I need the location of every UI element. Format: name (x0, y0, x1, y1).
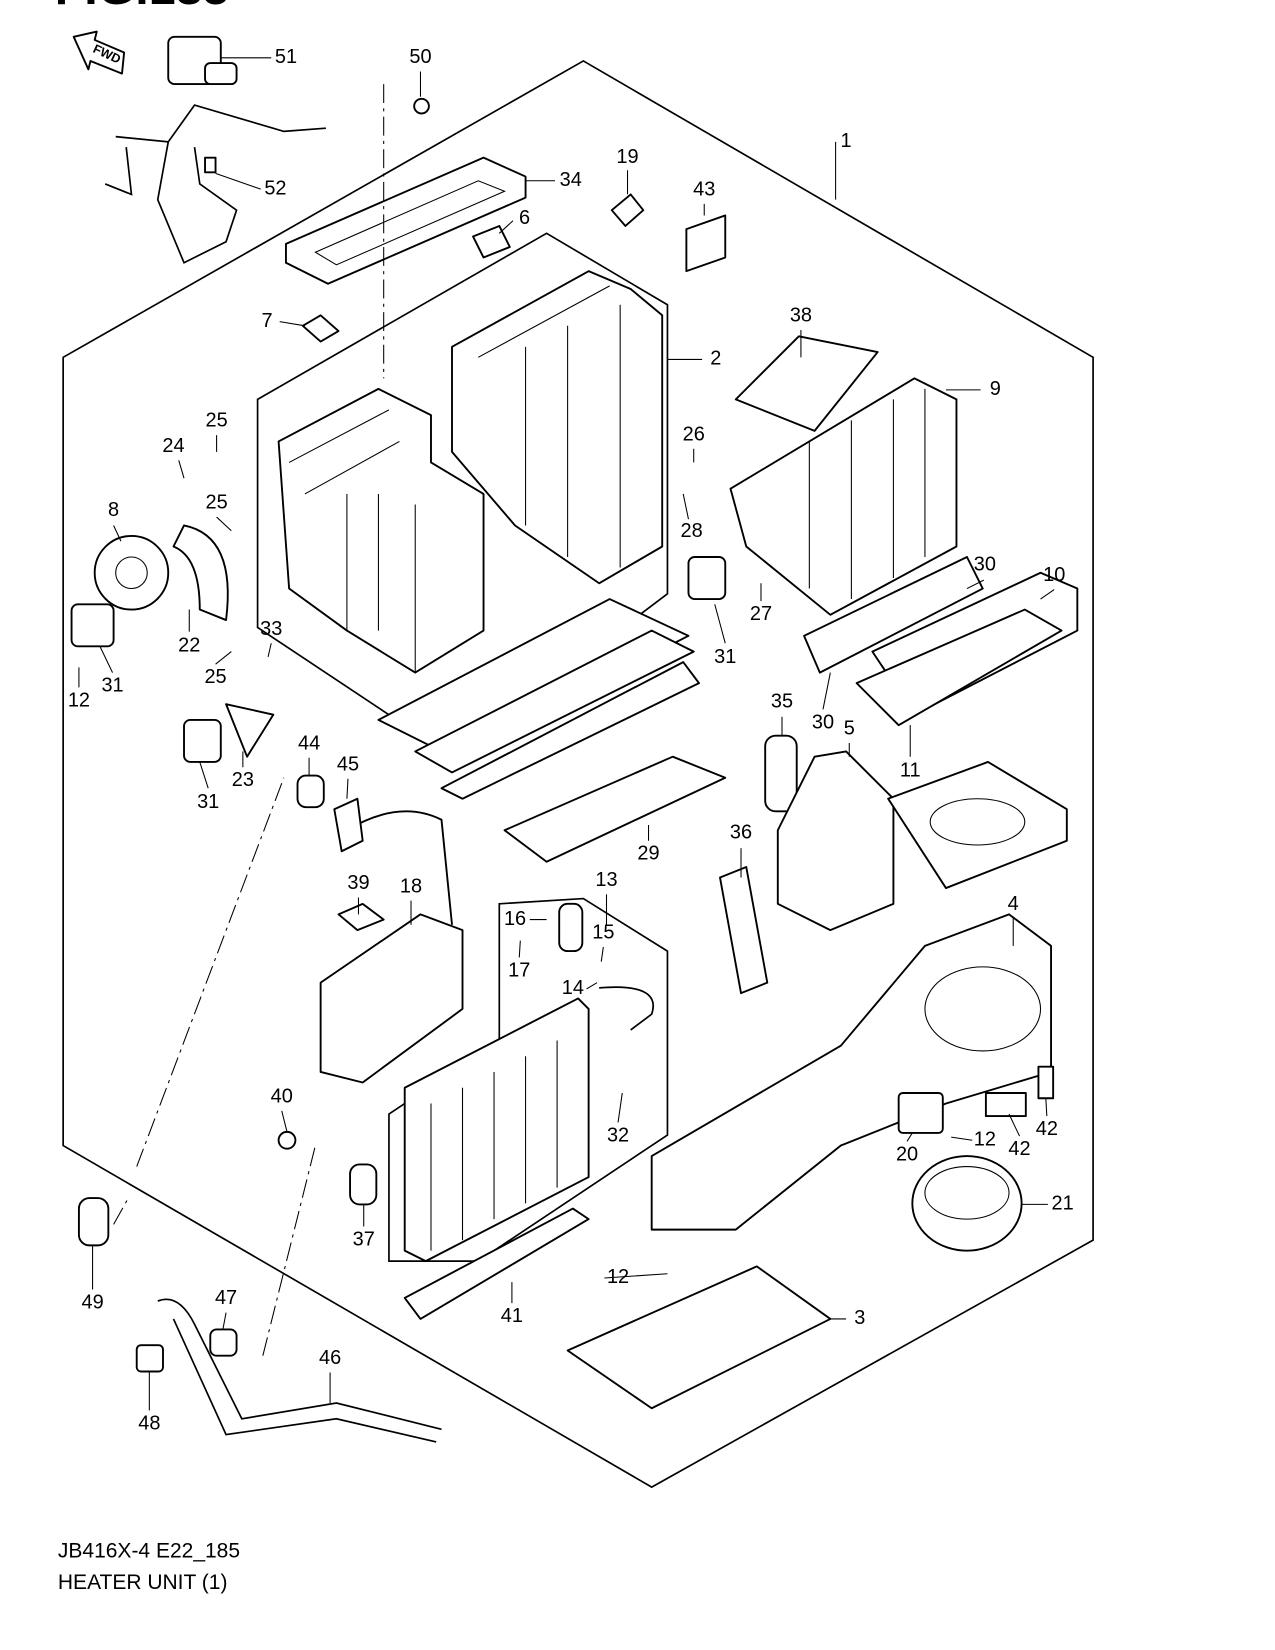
callout-49: 49 (81, 1291, 103, 1313)
callout-30: 30 (812, 711, 834, 733)
callout-11: 11 (900, 760, 921, 782)
callout-7: 7 (261, 310, 272, 332)
fwd-arrow-icon: FWD (72, 30, 126, 75)
callout-33: 33 (260, 618, 282, 640)
callout-25: 25 (204, 666, 226, 688)
callout-24: 24 (162, 435, 184, 457)
callout-35: 35 (771, 690, 793, 712)
callout-42: 42 (1036, 1118, 1058, 1140)
footer-code: JB416X-4 E22_185 (58, 1540, 240, 1563)
callout-16: 16 (504, 908, 526, 930)
callout-41: 41 (501, 1305, 523, 1327)
callout-29: 29 (637, 843, 659, 865)
callout-15: 15 (592, 922, 614, 944)
callout-5: 5 (844, 718, 855, 740)
callout-6: 6 (519, 207, 530, 229)
callout-34: 34 (560, 169, 582, 191)
callout-1: 1 (841, 130, 852, 152)
callout-14: 14 (562, 977, 584, 999)
callout-52: 52 (264, 177, 286, 199)
callout-25: 25 (205, 410, 227, 432)
callout-12: 12 (607, 1266, 629, 1288)
callout-31: 31 (714, 646, 736, 668)
callout-31: 31 (197, 791, 219, 813)
callout-12: 12 (68, 689, 90, 711)
callout-4: 4 (1008, 893, 1019, 915)
callout-30: 30 (974, 554, 996, 576)
callout-28: 28 (681, 520, 703, 542)
callout-12: 12 (974, 1129, 996, 1151)
callout-36: 36 (730, 822, 752, 844)
callout-25: 25 (205, 492, 227, 514)
part-drawings (70, 35, 1079, 1443)
callout-17: 17 (508, 959, 530, 981)
callout-21: 21 (1052, 1193, 1074, 1215)
callout-3: 3 (854, 1307, 865, 1329)
callout-42: 42 (1008, 1138, 1030, 1160)
callout-8: 8 (108, 499, 119, 521)
callout-32: 32 (607, 1124, 629, 1146)
callout-43: 43 (693, 178, 715, 200)
callout-47: 47 (215, 1287, 237, 1309)
callout-20: 20 (896, 1143, 918, 1165)
callout-50: 50 (409, 46, 431, 68)
callout-48: 48 (138, 1412, 160, 1434)
callout-2: 2 (710, 348, 721, 370)
callout-31: 31 (101, 675, 123, 697)
callout-38: 38 (790, 305, 812, 327)
callout-40: 40 (271, 1085, 293, 1107)
callout-39: 39 (347, 872, 369, 894)
callout-26: 26 (683, 423, 705, 445)
figure-title: FIG.185 (55, 0, 230, 15)
callout-23: 23 (232, 769, 254, 791)
leader-lines (78, 57, 1055, 1411)
callout-27: 27 (750, 603, 772, 625)
callout-22: 22 (178, 635, 200, 657)
callout-13: 13 (595, 869, 617, 891)
callout-10: 10 (1043, 564, 1065, 586)
callout-19: 19 (616, 146, 638, 168)
footer-title: HEATER UNIT (1) (58, 1571, 228, 1594)
callout-46: 46 (319, 1347, 341, 1369)
callout-9: 9 (990, 378, 1001, 400)
callout-51: 51 (275, 46, 297, 68)
callout-45: 45 (337, 753, 359, 775)
heater-unit-assembly-outline (62, 59, 1094, 1489)
callout-44: 44 (298, 732, 320, 754)
callout-37: 37 (353, 1228, 375, 1250)
callout-18: 18 (400, 875, 422, 897)
